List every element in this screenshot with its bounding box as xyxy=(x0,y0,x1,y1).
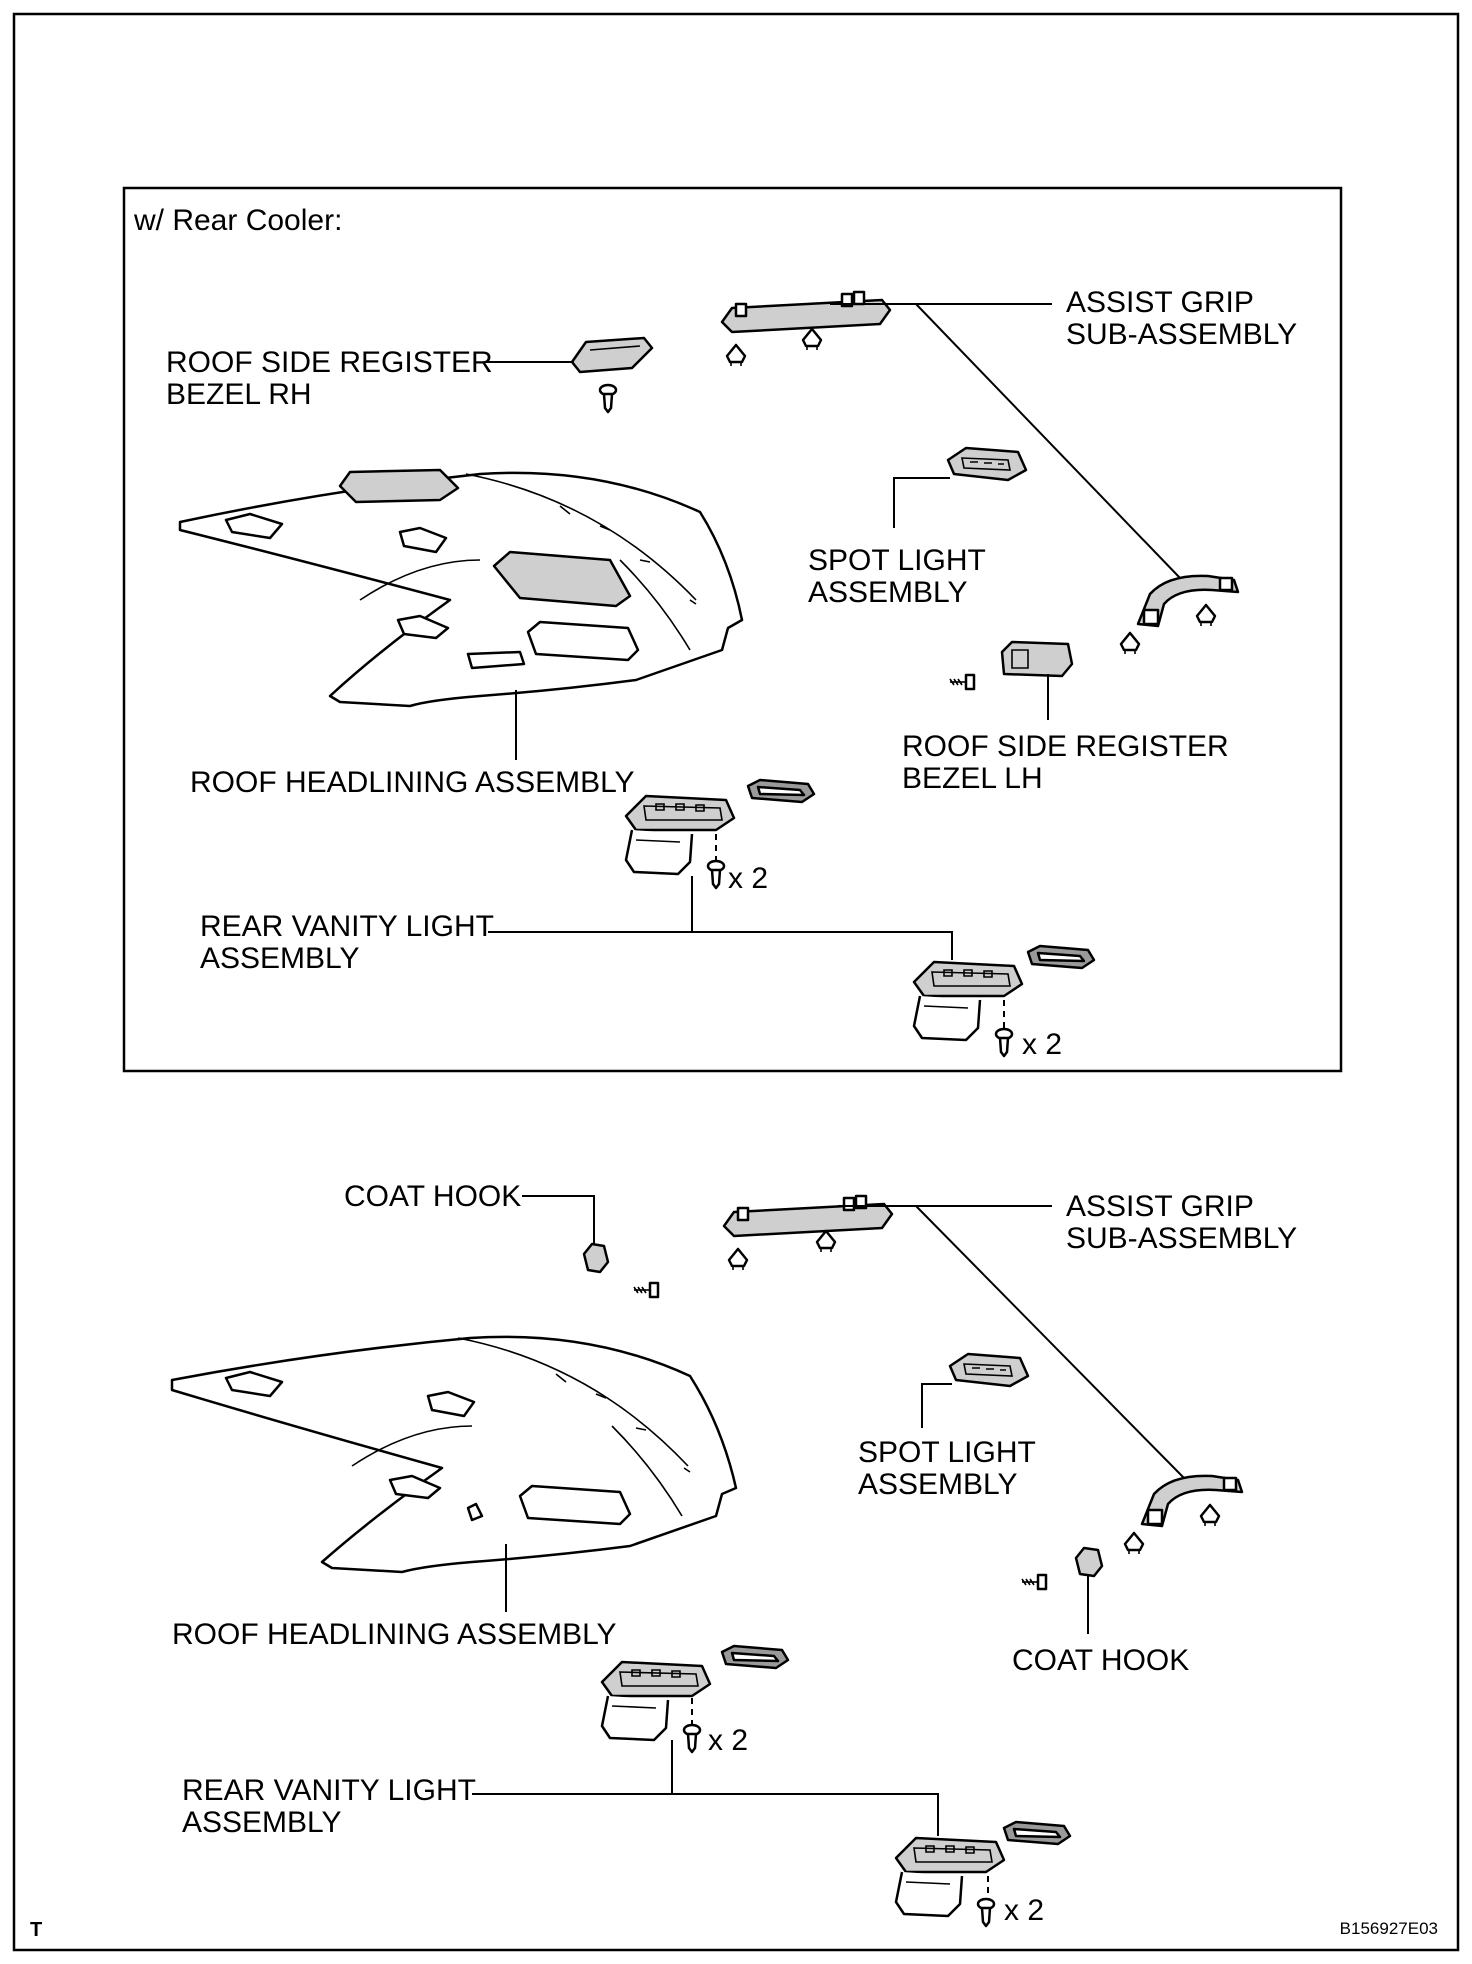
leader-assist-grip-top-diag xyxy=(915,303,1181,579)
assist-grip-clip-top-1 xyxy=(725,343,747,368)
assist-grip-clip-bottom-3 xyxy=(1123,1531,1145,1556)
spot-light-bottom xyxy=(948,1352,1030,1388)
coat-hook-upper-drawing xyxy=(582,1242,660,1299)
assist-grip-clip-bottom-2 xyxy=(815,1229,837,1254)
qty-top-lower: x 2 xyxy=(1022,1028,1062,1061)
qty-top-upper: x 2 xyxy=(728,862,768,895)
vanity-lens-top-lower xyxy=(1026,944,1096,970)
assist-grip-clip-top-4 xyxy=(1195,603,1217,628)
label-vanity-bottom-line2: ASSEMBLY xyxy=(182,1806,342,1839)
qty-bottom-lower: x 2 xyxy=(1004,1894,1044,1927)
leader-vanity-top xyxy=(691,876,953,960)
leader-assist-grip-bottom-diag xyxy=(915,1205,1185,1479)
screw-vanity-top-upper xyxy=(706,859,726,890)
assist-grip-bar-top xyxy=(720,290,892,334)
label-vanity-top-line2: ASSEMBLY xyxy=(200,942,360,975)
outer-frame xyxy=(12,12,1460,1952)
leader-spot-light-bottom xyxy=(921,1383,952,1428)
leader-spot-light-top xyxy=(893,477,950,528)
label-bezel-rh-line1: ROOF SIDE REGISTER xyxy=(166,346,493,379)
vanity-lens-bottom-lower xyxy=(1002,1820,1072,1846)
label-assist-grip-bottom-line1: ASSIST GRIP xyxy=(1066,1190,1254,1223)
label-roof-headlining-bottom: ROOF HEADLINING ASSEMBLY xyxy=(172,1618,617,1651)
assist-grip-clip-top-3 xyxy=(1119,631,1141,656)
label-spot-light-bottom-line1: SPOT LIGHT xyxy=(858,1436,1036,1469)
vanity-lens-top-upper xyxy=(746,778,816,804)
label-spot-light-top-line1: SPOT LIGHT xyxy=(808,544,986,577)
assist-grip-clip-top-2 xyxy=(801,327,823,352)
spot-light-top xyxy=(946,446,1028,482)
label-assist-grip-bottom-line2: SUB-ASSEMBLY xyxy=(1066,1222,1297,1255)
label-spot-light-bottom-line2: ASSEMBLY xyxy=(858,1468,1018,1501)
label-bezel-rh-line2: BEZEL RH xyxy=(166,378,312,411)
label-assist-grip-top-line1: ASSIST GRIP xyxy=(1066,286,1254,319)
coat-hook-lower-drawing xyxy=(1020,1546,1104,1591)
assist-grip-handle-top xyxy=(1136,574,1240,628)
label-bezel-lh-line1: ROOF SIDE REGISTER xyxy=(902,730,1229,763)
screw-vanity-top-lower xyxy=(994,1027,1014,1058)
label-bezel-lh-line2: BEZEL LH xyxy=(902,762,1043,795)
qty-bottom-upper: x 2 xyxy=(708,1724,748,1757)
variant-title: w/ Rear Cooler: xyxy=(133,204,342,237)
assist-grip-bar-bottom xyxy=(722,1194,894,1238)
corner-mark: T xyxy=(30,1919,42,1941)
label-assist-grip-top-line2: SUB-ASSEMBLY xyxy=(1066,318,1297,351)
assist-grip-clip-bottom-1 xyxy=(727,1247,749,1272)
rear-cooler-box xyxy=(122,186,1343,1073)
roof-side-register-bezel-rh-drawing xyxy=(570,336,654,414)
assist-grip-clip-bottom-4 xyxy=(1199,1503,1221,1528)
roof-side-register-bezel-lh-drawing xyxy=(948,640,1074,691)
screw-vanity-bottom-lower xyxy=(976,1897,996,1928)
label-vanity-bottom-line1: REAR VANITY LIGHT xyxy=(182,1774,476,1807)
roof-headlining-top-drawing xyxy=(178,468,744,708)
label-coat-hook-upper: COAT HOOK xyxy=(344,1180,521,1213)
roof-headlining-bottom-drawing xyxy=(170,1335,738,1574)
assist-grip-handle-bottom xyxy=(1140,1474,1244,1528)
label-spot-light-top-line2: ASSEMBLY xyxy=(808,576,968,609)
label-coat-hook-lower: COAT HOOK xyxy=(1012,1644,1189,1677)
leader-coat-hook-upper xyxy=(522,1195,595,1244)
label-vanity-top-line1: REAR VANITY LIGHT xyxy=(200,910,494,943)
leader-vanity-bottom xyxy=(671,1740,939,1836)
vanity-lens-bottom-upper xyxy=(720,1644,790,1670)
label-roof-headlining-top: ROOF HEADLINING ASSEMBLY xyxy=(190,766,635,799)
figure-code: B156927E03 xyxy=(1340,1919,1438,1938)
screw-vanity-bottom-upper xyxy=(682,1723,702,1754)
